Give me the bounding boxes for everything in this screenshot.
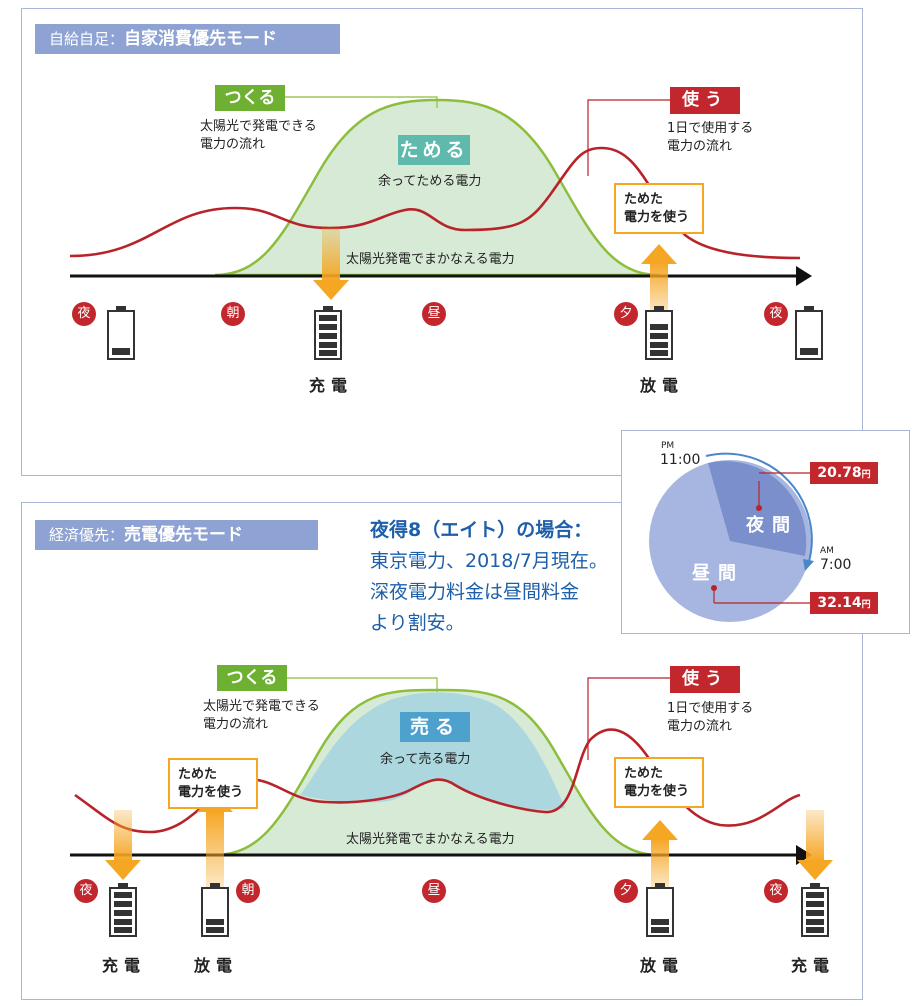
battery-full-left	[109, 883, 137, 937]
morning-marker: 朝	[236, 879, 260, 903]
night-marker-right: 夜	[764, 302, 788, 326]
charge-label-right: 充電	[791, 956, 836, 975]
sell-priority-diagram	[70, 677, 833, 937]
time-axis-arrowhead	[796, 266, 812, 286]
produce-connector	[285, 96, 438, 108]
night-span-arc	[705, 452, 813, 566]
use-stored-power-callout: ためた 電力を使う	[614, 183, 704, 234]
store-description: 余ってためる電力	[378, 174, 482, 189]
sell-description: 余って売る電力	[380, 752, 471, 767]
discharge-arrow-head	[641, 244, 677, 264]
discharge-arrow-head-evening	[642, 820, 678, 840]
use-stored-power-callout-morning: ためた 電力を使う	[168, 758, 258, 809]
charge-label: 充電	[309, 376, 354, 395]
morning-marker: 朝	[221, 302, 245, 326]
charge-arrow-shaft-left	[114, 810, 132, 862]
mode-prefix: 経済優先：	[49, 526, 125, 544]
time-of-use-pie	[649, 452, 814, 622]
battery-low-morning	[201, 883, 229, 937]
mode-tag-self: 自給自足：自家消費優先モード	[35, 24, 340, 54]
night-label: 夜間	[746, 515, 798, 536]
night-marker-right: 夜	[764, 879, 788, 903]
discharge-arrow-shaft-evening	[651, 838, 669, 888]
night-span-arrowhead	[803, 559, 814, 571]
pm-time: 11:00	[660, 452, 701, 468]
plan-title: 夜得8（エイト）の場合：	[370, 519, 593, 541]
mode-title: 自家消費優先モード	[124, 29, 278, 49]
noon-marker: 昼	[422, 302, 446, 326]
solar-cover-text: 太陽光発電でまかなえる電力	[346, 252, 515, 267]
produce-label: つくる	[215, 85, 285, 111]
battery-full-right	[801, 883, 829, 937]
discharge-arrow-shaft-morning	[206, 810, 224, 888]
charge-arrow-head-right	[797, 860, 833, 880]
use-description: 1日で使用する 電力の流れ	[667, 701, 754, 734]
plan-description: 東京電力、2018/7月現在。 深夜電力料金は昼間料金 より割安。	[370, 550, 608, 634]
day-price: 32.14	[817, 595, 862, 611]
sell-label: 売る	[400, 712, 470, 742]
night-price: 20.78	[817, 465, 862, 481]
night-price-badge: 20.78円	[810, 462, 878, 484]
self-consumption-diagram	[69, 96, 823, 360]
discharge-label-morning: 放電	[194, 956, 239, 975]
charge-label-left: 充電	[102, 956, 147, 975]
charge-arrow-shaft	[322, 228, 340, 282]
use-stored-power-callout-evening: ためた 電力を使う	[614, 757, 704, 808]
discharge-label-evening: 放電	[640, 956, 685, 975]
am-time: 7:00	[820, 557, 852, 573]
charge-arrow-shaft-right	[806, 810, 824, 862]
produce-description: 太陽光で発電できる 電力の流れ	[200, 119, 317, 152]
noon-marker: 昼	[422, 879, 446, 903]
pm-label: PM	[661, 441, 675, 451]
evening-marker: 夕	[614, 879, 638, 903]
sold-power-area	[300, 692, 565, 810]
use-label: 使う	[670, 666, 740, 693]
evening-marker: 夕	[614, 302, 638, 326]
day-price-dot	[711, 585, 717, 591]
night-marker-left: 夜	[72, 302, 96, 326]
charge-arrow-head	[313, 280, 349, 300]
use-connector	[587, 99, 672, 176]
day-price-unit: 円	[861, 600, 871, 610]
use-connector	[587, 677, 672, 760]
battery-empty-right	[795, 306, 823, 360]
battery-low-evening	[646, 883, 674, 937]
solar-cover-text: 太陽光発電でまかなえる電力	[346, 832, 515, 847]
day-label: 昼間	[692, 563, 744, 584]
mode-title: 売電優先モード	[124, 525, 244, 545]
day-price-badge: 32.14円	[810, 592, 878, 614]
battery-empty-left	[107, 306, 135, 360]
discharge-label: 放電	[640, 376, 685, 395]
time-of-use-rate-panel: PM 11:00 AM 7:00 夜間 昼間 20.78円 32.14円	[621, 430, 910, 634]
night-marker-left: 夜	[74, 879, 98, 903]
produce-connector	[285, 677, 438, 692]
charge-arrow-head-left	[105, 860, 141, 880]
use-description: 1日で使用する 電力の流れ	[667, 121, 754, 154]
store-label: ためる	[398, 135, 470, 165]
battery-full-discharge	[645, 306, 673, 360]
mode-tag-sell: 経済優先：売電優先モード	[35, 520, 318, 550]
produce-description: 太陽光で発電できる 電力の流れ	[203, 699, 320, 732]
produce-label: つくる	[217, 665, 287, 691]
night-price-dot	[756, 505, 762, 511]
am-label: AM	[820, 546, 834, 556]
mode-prefix: 自給自足：	[49, 30, 125, 48]
night-price-unit: 円	[861, 470, 871, 480]
use-label: 使う	[670, 87, 740, 114]
battery-full-charge	[314, 306, 342, 360]
discharge-arrow-shaft	[650, 262, 668, 314]
